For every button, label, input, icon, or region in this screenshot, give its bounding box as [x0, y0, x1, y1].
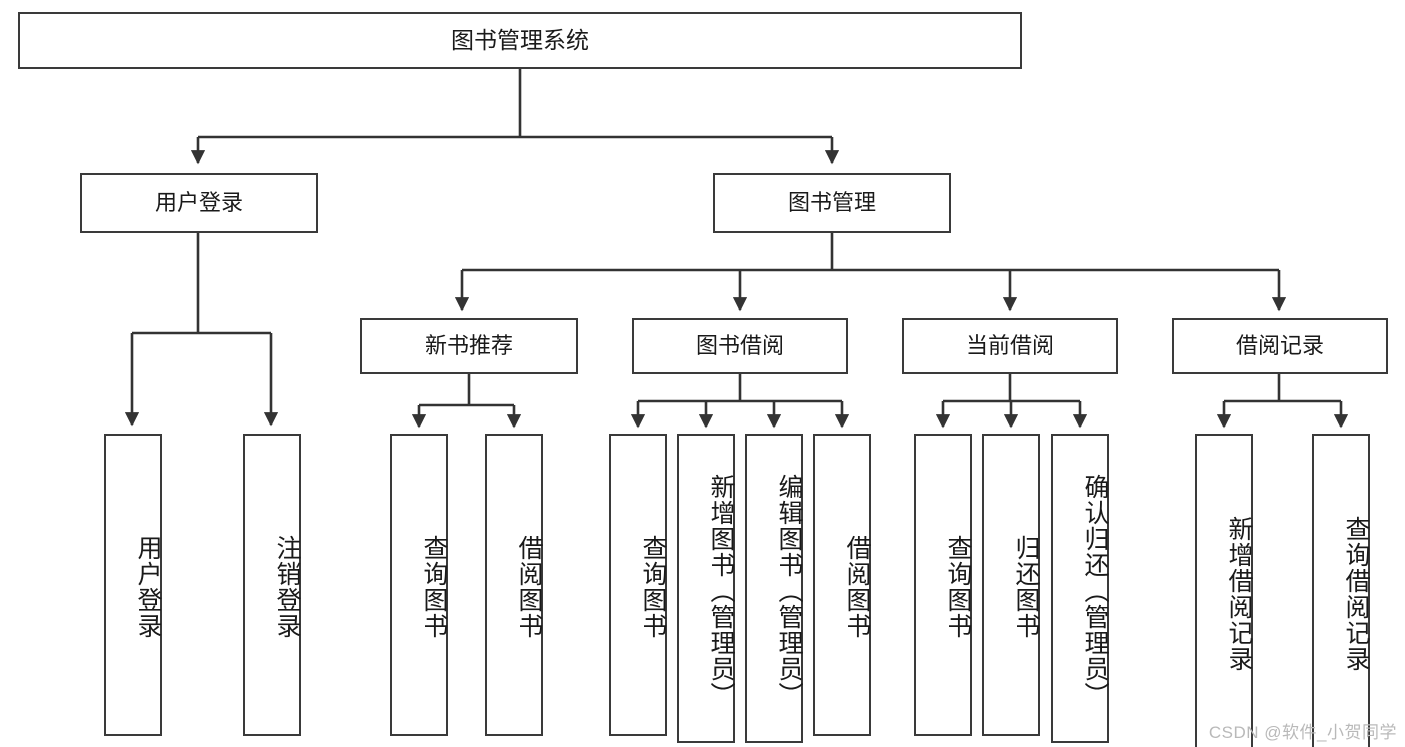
node-label: 查询图书 — [420, 535, 448, 639]
node-label: 查询借阅记录 — [1342, 516, 1370, 672]
leaf-borrow-book[interactable]: 借阅图书 — [813, 434, 871, 736]
leaf-borrow-book-recommend[interactable]: 借阅图书 — [485, 434, 543, 736]
leaf-query-book-borrow[interactable]: 查询图书 — [609, 434, 667, 736]
node-label: 注销登录 — [273, 535, 301, 639]
node-label: 图书管理系统 — [451, 26, 589, 53]
node-label: 新增借阅记录 — [1225, 516, 1253, 672]
leaf-confirm-return[interactable]: 确认归还（管理员） — [1051, 434, 1109, 743]
node-current-borrow[interactable]: 当前借阅 — [902, 318, 1118, 374]
node-book-borrow[interactable]: 图书借阅 — [632, 318, 848, 374]
node-user-login[interactable]: 用户登录 — [80, 173, 318, 233]
leaf-query-book-current[interactable]: 查询图书 — [914, 434, 972, 736]
node-label: 新增图书（管理员） — [707, 473, 735, 708]
node-label: 图书借阅 — [695, 333, 784, 359]
node-label: 查询图书 — [639, 535, 667, 639]
leaf-return-book[interactable]: 归还图书 — [982, 434, 1040, 736]
node-label: 确认归还（管理员） — [1081, 473, 1109, 708]
leaf-edit-book[interactable]: 编辑图书（管理员） — [745, 434, 803, 743]
node-system-root[interactable]: 图书管理系统 — [18, 12, 1022, 69]
node-label: 借阅记录 — [1235, 333, 1324, 359]
node-label: 用户登录 — [134, 535, 162, 639]
csdn-watermark: CSDN @软件_小贺同学 — [1208, 723, 1397, 742]
node-label: 查询图书 — [944, 535, 972, 639]
node-label: 图书管理 — [787, 190, 876, 216]
node-label: 当前借阅 — [965, 333, 1054, 359]
node-label: 借阅图书 — [843, 535, 871, 639]
leaf-add-book[interactable]: 新增图书（管理员） — [677, 434, 735, 743]
leaf-query-borrow-record[interactable]: 查询借阅记录 — [1312, 434, 1370, 747]
leaf-add-borrow-record[interactable]: 新增借阅记录 — [1195, 434, 1253, 747]
node-label: 用户登录 — [154, 190, 243, 216]
node-label: 编辑图书（管理员） — [775, 473, 803, 708]
node-label: 归还图书 — [1012, 535, 1040, 639]
node-borrow-record[interactable]: 借阅记录 — [1172, 318, 1388, 374]
node-book-management[interactable]: 图书管理 — [713, 173, 951, 233]
node-label: 借阅图书 — [515, 535, 543, 639]
leaf-logout-login[interactable]: 注销登录 — [243, 434, 301, 736]
leaf-query-book-recommend[interactable]: 查询图书 — [390, 434, 448, 736]
node-new-book-recommend[interactable]: 新书推荐 — [360, 318, 578, 374]
leaf-user-login[interactable]: 用户登录 — [104, 434, 162, 736]
node-label: 新书推荐 — [424, 333, 513, 359]
